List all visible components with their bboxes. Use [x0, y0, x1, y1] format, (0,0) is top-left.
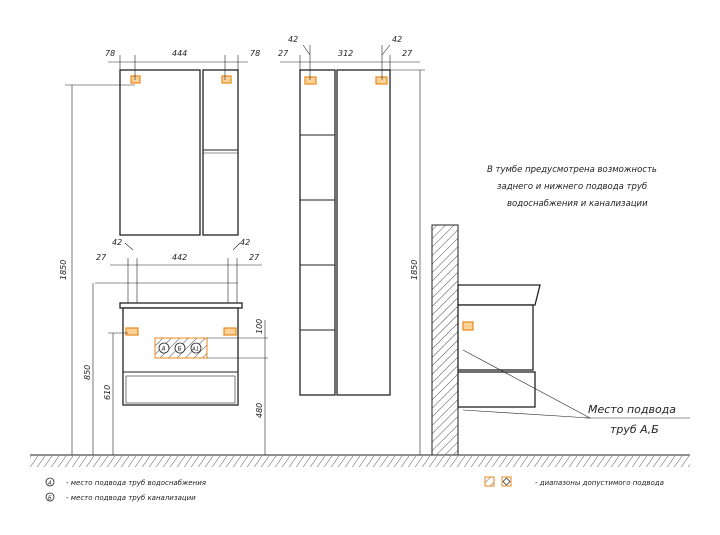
note-line-2: заднего и нижнего подвода труб: [497, 182, 647, 192]
svg-text:Б: Б: [178, 346, 182, 353]
hatched-range-icon: [484, 476, 495, 487]
diamond-range-icon: [501, 476, 512, 487]
legend-item-water: А - место подвода труб водоснабжения: [45, 477, 206, 487]
callout-line-1: Место подвода: [588, 403, 676, 416]
floor: [30, 454, 690, 467]
dim-zone-bottom: 480: [255, 403, 264, 418]
dim-tall-hook-right: 42: [392, 35, 402, 44]
legend-item-range: - диапазоны допустимого подвода: [484, 476, 664, 487]
dim-vanity-hook-right: 42: [240, 238, 250, 247]
pipe-marker-b: Б: [174, 342, 186, 354]
pipe-marker-a: А: [158, 342, 170, 354]
dim-vanity-width: 442: [172, 253, 187, 262]
dim-pipe-height: 610: [103, 385, 112, 400]
mirror-cabinet: 78 444 78 1850: [59, 49, 260, 455]
svg-text:- место подвода труб водоснабж: - место подвода труб водоснабжения: [66, 479, 206, 487]
dim-vanity-hook-left: 42: [112, 238, 122, 247]
pipe-marker-a1: А1: [190, 342, 202, 354]
mount-bracket-icon: [462, 321, 474, 331]
mount-bracket-icon: [130, 75, 141, 84]
note-line-3: водоснабжения и канализации: [507, 199, 648, 209]
mount-bracket-icon: [125, 327, 139, 336]
svg-text:- диапазоны допустимого подвод: - диапазоны допустимого подвода: [535, 479, 664, 487]
dim-vanity-left: 27: [96, 253, 107, 262]
svg-text:- место подвода труб канализац: - место подвода труб канализации: [66, 494, 196, 502]
svg-text:А: А: [161, 346, 166, 353]
dim-tall-hook-left: 42: [288, 35, 298, 44]
dim-tall-height: 1850: [410, 260, 419, 280]
dim-mirror-height: 1850: [59, 260, 68, 280]
mount-bracket-icon: [375, 76, 388, 85]
mount-bracket-icon: [304, 76, 317, 85]
svg-text:Б: Б: [48, 496, 52, 502]
note-line-1: В тумбе предусмотрена возможность: [487, 165, 657, 175]
dim-mirror-right: 78: [250, 49, 260, 58]
mount-bracket-icon: [223, 327, 237, 336]
dim-vanity-height: 850: [83, 365, 92, 380]
dim-vanity-right: 27: [249, 253, 260, 262]
legend-item-sewer: Б - место подвода труб канализации: [45, 492, 196, 502]
callout-line-2: труб А,Б: [610, 423, 659, 436]
tall-cabinet: 42 42 27 312 27 1850: [278, 35, 425, 455]
legend: А - место подвода труб водоснабжения Б -…: [45, 476, 664, 502]
dim-zone: 100: [255, 319, 264, 334]
dim-tall-right: 27: [402, 49, 413, 58]
installation-note: В тумбе предусмотрена возможность заднег…: [487, 165, 657, 209]
side-view: Место подвода труб А,Б: [431, 224, 690, 456]
svg-text:А: А: [47, 481, 52, 487]
dim-tall-left: 27: [278, 49, 289, 58]
dim-mirror-left: 78: [105, 49, 115, 58]
dim-tall-width: 312: [338, 49, 353, 58]
mount-bracket-icon: [221, 75, 232, 84]
svg-text:А1: А1: [191, 347, 199, 353]
dim-mirror-width: 444: [172, 49, 187, 58]
vanity: 42 42 27 442 27 А Б А1 850 610 10: [83, 238, 268, 455]
